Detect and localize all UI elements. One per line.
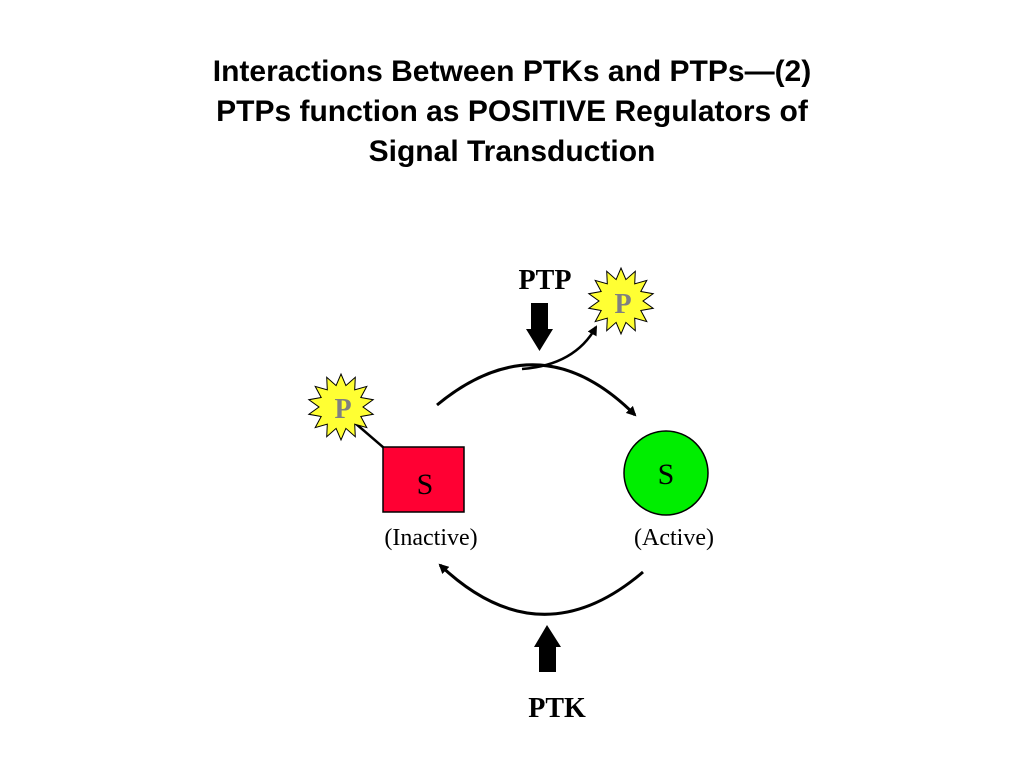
lower-cycle-arrow [438, 563, 644, 616]
title-line-2: PTPs function as POSITIVE Regulators of [216, 95, 808, 128]
phosphate-release-arrow [521, 325, 598, 371]
phosphate-bond-line [354, 422, 385, 449]
active-label: (Active) [634, 525, 714, 551]
title-line-3: Signal Transduction [368, 135, 656, 168]
bound-phosphate-label: P [334, 394, 351, 425]
active-substrate-label: S [658, 458, 675, 491]
title-line-1: Interactions Between PTKs and PTPs—(2) [212, 55, 812, 88]
released-phosphate-burst [587, 266, 655, 336]
slide-title: Interactions Between PTKs and PTPs—(2) P… [112, 52, 912, 172]
inactive-substrate-label: S [417, 468, 434, 501]
active-substrate-circle [623, 430, 709, 516]
bound-phosphate-burst [307, 372, 375, 442]
ptk-label: PTK [528, 693, 586, 724]
inactive-substrate-box [382, 446, 465, 513]
inactive-label: (Inactive) [384, 525, 477, 551]
released-phosphate-label: P [614, 289, 631, 320]
ptk-up-arrow [534, 625, 561, 672]
ptp-label: PTP [519, 265, 572, 296]
upper-cycle-arrow [436, 363, 637, 417]
ptp-down-arrow [526, 303, 553, 351]
